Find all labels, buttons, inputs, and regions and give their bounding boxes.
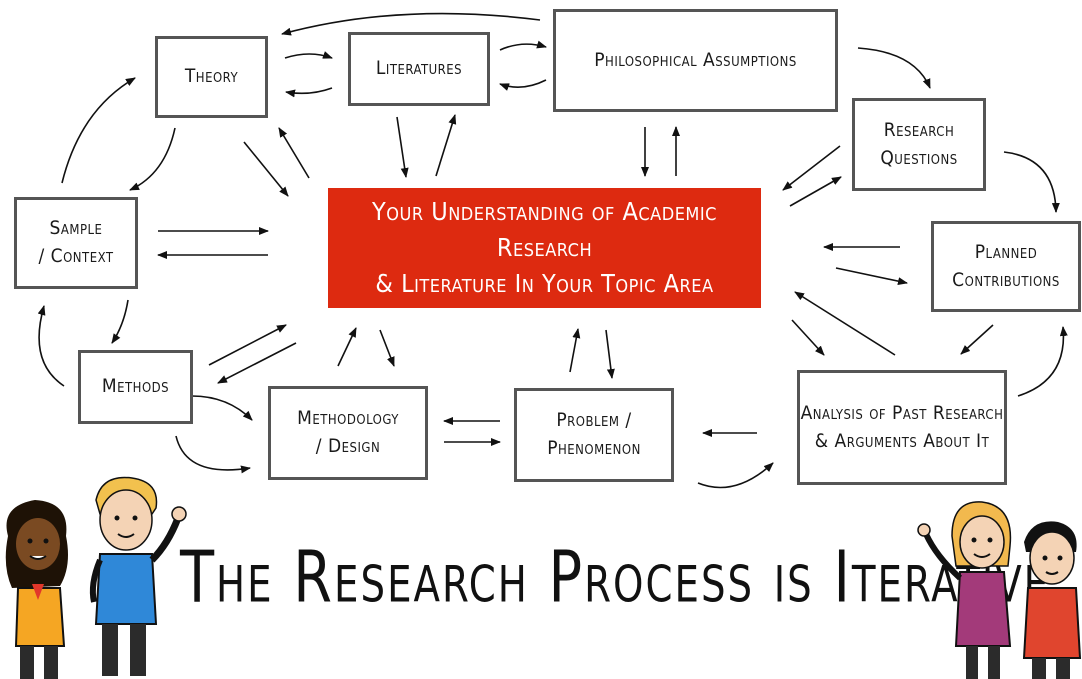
arrow-analysis-to-contributions <box>1017 326 1068 397</box>
arrow-center-to-questions <box>789 176 842 207</box>
arrow-contributions-to-analysis <box>960 324 994 355</box>
arrow-literatures-to-philosophical <box>499 40 547 51</box>
arrow-methods-to-sample <box>37 305 65 387</box>
arrow-center-to-methodology <box>379 329 395 367</box>
arrow-philosophical-to-theory <box>281 12 541 36</box>
arrow-theory-to-literatures <box>284 51 333 59</box>
node-sample-context: Sample / Context <box>14 197 138 289</box>
node-philosophical-assumptions: Philosophical Assumptions <box>553 9 838 112</box>
node-theory: Theory <box>155 36 268 118</box>
node-literatures: Literatures <box>348 32 490 106</box>
arrow-theory-to-center <box>243 141 289 197</box>
arrow-analysis-to-center <box>794 291 896 356</box>
arrow-methods-to-methodology-1 <box>191 395 253 421</box>
arrow-philosophical-to-literatures <box>499 79 547 91</box>
arrow-sample-to-theory <box>61 77 136 184</box>
arrow-center-to-literatures <box>435 114 457 177</box>
arrow-center-to-theory <box>278 127 310 179</box>
node-methods: Methods <box>78 350 193 424</box>
node-methodology-design: Methodology / Design <box>268 386 428 480</box>
figure-woman-waving-right <box>917 501 1012 679</box>
figure-man-waving-left <box>89 476 187 676</box>
arrow-problem-to-center <box>569 328 581 373</box>
node-analysis-past-research: Analysis of Past Research & Arguments Ab… <box>797 370 1007 485</box>
arrow-philosophical-to-questions <box>857 47 931 89</box>
arrow-methods-to-center <box>208 324 287 366</box>
node-research-questions: Research Questions <box>852 98 986 191</box>
arrow-methods-to-methodology-2 <box>175 435 251 474</box>
arrow-problem-to-analysis <box>697 462 774 489</box>
central-understanding-box: Your Understanding of Academic Research … <box>328 188 761 308</box>
arrow-center-to-methods <box>217 342 297 384</box>
arrow-questions-to-contributions <box>1003 151 1060 213</box>
arrow-center-to-problem <box>605 329 615 379</box>
figure-man-thinking-right <box>1022 521 1082 679</box>
arrow-center-to-contributions <box>835 267 908 286</box>
arrow-center-to-analysis <box>791 319 825 356</box>
arrow-methodology-to-center <box>337 327 357 367</box>
arrow-theory-to-sample <box>129 127 176 191</box>
figure-woman-curly-hair <box>5 500 68 679</box>
arrow-literatures-to-theory <box>285 87 333 98</box>
arrow-questions-to-center <box>782 145 841 191</box>
arrow-literatures-to-center <box>396 116 409 178</box>
node-problem-phenomenon: Problem / Phenomenon <box>514 388 674 482</box>
node-planned-contributions: Planned Contributions <box>931 221 1081 312</box>
arrow-sample-to-methods <box>111 299 129 344</box>
tagline-title: The Research Process is Iterative <box>180 535 1051 619</box>
